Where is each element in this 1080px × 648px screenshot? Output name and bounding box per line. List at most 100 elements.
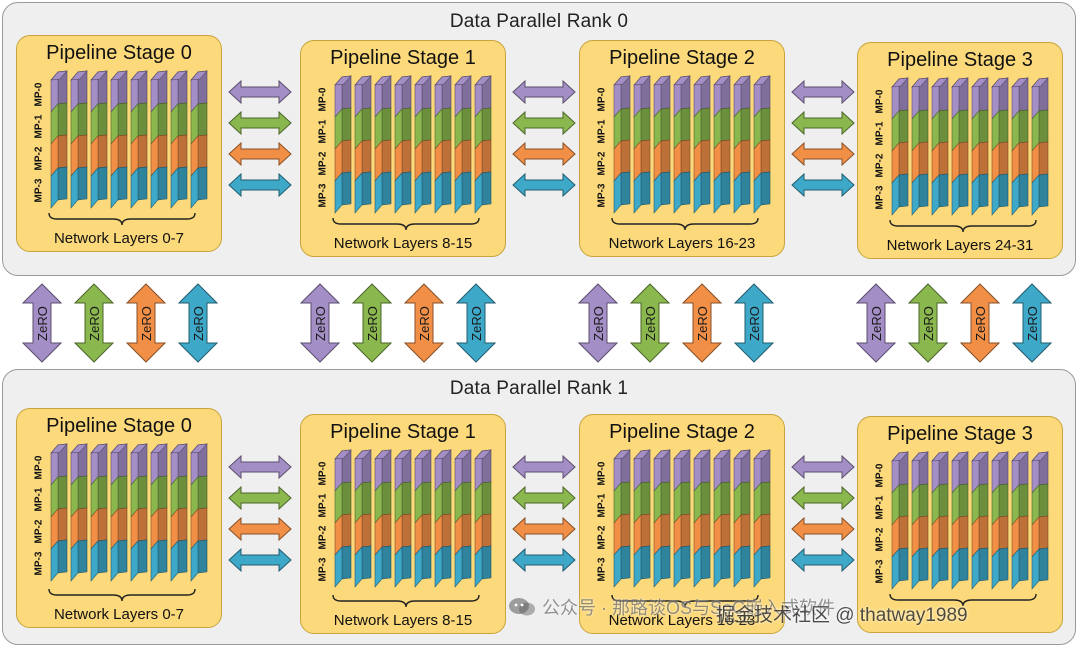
mp-2-side xyxy=(157,134,168,169)
mp-3-segment xyxy=(1011,174,1020,216)
mp-3-segment xyxy=(991,548,1000,590)
mp-3-segment xyxy=(713,172,722,214)
arrow-body xyxy=(791,142,855,166)
network-layer xyxy=(354,449,372,588)
network-layer xyxy=(753,449,771,588)
mp-3-segment xyxy=(50,167,59,209)
layer-top-cap xyxy=(673,449,691,460)
mp-3-segment xyxy=(713,546,722,588)
mp-1-side xyxy=(401,481,412,516)
brace-path xyxy=(889,219,1037,233)
layer-top-cap xyxy=(891,77,909,88)
network-layer xyxy=(190,70,208,209)
mp-2-side xyxy=(620,139,631,174)
mp-1-side xyxy=(1038,483,1049,518)
pipeline-transfer-arrow xyxy=(512,173,576,197)
mp-3-side xyxy=(177,166,188,201)
mp-3-segment xyxy=(130,540,139,582)
arrow-body xyxy=(228,111,292,135)
mp-3-side xyxy=(918,547,929,582)
mp-1-side xyxy=(740,107,751,142)
mp-3-side xyxy=(938,173,949,208)
arrow-body xyxy=(512,548,576,572)
mp-1-side xyxy=(461,107,472,142)
stage-footer: Network Layers 24-31 xyxy=(886,237,1034,254)
network-layer xyxy=(971,77,989,216)
mp-3-side xyxy=(117,166,128,201)
network-layer xyxy=(474,449,492,588)
arrow-body xyxy=(512,517,576,541)
mp-3-side xyxy=(918,173,929,208)
layer-top-cap xyxy=(633,449,651,460)
layer-top-cap xyxy=(70,443,88,454)
mp-2-side xyxy=(401,513,412,548)
layer-top-cap xyxy=(653,449,671,460)
mp-3-segment xyxy=(50,540,59,582)
mp-2-side xyxy=(700,513,711,548)
layer-stack xyxy=(334,449,492,588)
layer-stack xyxy=(334,75,492,214)
layer-top-cap xyxy=(713,75,731,86)
zero-arrow: ZeRO xyxy=(455,283,497,363)
mp-2-side xyxy=(177,507,188,542)
mp-2-side xyxy=(958,515,969,550)
mp-3-segment xyxy=(991,174,1000,216)
mp-label-text: MP-0 xyxy=(596,461,608,485)
watermark-overlay: 掘金技术社区 @ thatway1989 xyxy=(716,600,968,627)
mp-label-text: MP-1 xyxy=(33,487,45,511)
mp-label-text: MP-3 xyxy=(317,557,329,581)
mp-3-segment xyxy=(673,546,682,588)
mp-3-side xyxy=(680,545,691,580)
network-layer xyxy=(673,75,691,214)
zero-arrow: ZeRO xyxy=(855,283,897,363)
mp-label-text: MP-1 xyxy=(874,121,886,145)
pipeline-transfer-arrow xyxy=(228,455,292,479)
network-layer xyxy=(90,70,108,209)
mp-3-side xyxy=(958,547,969,582)
pipeline-stage: Pipeline Stage 1 Network Layers 8-15 MP-… xyxy=(300,40,506,257)
layer-top-cap xyxy=(1031,77,1049,88)
layer-top-cap xyxy=(454,75,472,86)
network-layer xyxy=(991,77,1009,216)
mp-3-side xyxy=(461,171,472,206)
network-layer xyxy=(1031,77,1049,216)
layer-top-cap xyxy=(50,443,68,454)
network-layer xyxy=(50,443,68,582)
mp-1-side xyxy=(700,481,711,516)
brace-path xyxy=(48,212,196,226)
mp-label-text: MP-2 xyxy=(33,146,45,170)
mp-label-text: MP-2 xyxy=(317,151,329,175)
mp-1-side xyxy=(998,109,1009,144)
network-layer xyxy=(673,449,691,588)
mp-label-text: MP-1 xyxy=(874,495,886,519)
layer-top-cap xyxy=(150,443,168,454)
mp-3-segment xyxy=(673,172,682,214)
mp-3-side xyxy=(720,171,731,206)
mp-3-segment xyxy=(971,174,980,216)
layer-top-cap xyxy=(434,449,452,460)
mp-1-side xyxy=(938,483,949,518)
layer-top-cap xyxy=(170,70,188,81)
mp-3-segment xyxy=(70,167,79,209)
network-layer xyxy=(713,449,731,588)
mp-1-side xyxy=(341,107,352,142)
mp-2-side xyxy=(77,507,88,542)
layer-brace xyxy=(332,217,480,231)
mp-label-text: MP-3 xyxy=(874,185,886,209)
arrow-body xyxy=(791,517,855,541)
brace-path xyxy=(48,588,196,602)
mp-1-side xyxy=(401,107,412,142)
mp-3-side xyxy=(137,166,148,201)
zero-arrow: ZeRO xyxy=(125,283,167,363)
mp-2-side xyxy=(137,507,148,542)
mp-3-segment xyxy=(891,174,900,216)
arrow-body xyxy=(455,283,497,363)
mp-1-side xyxy=(197,475,208,510)
network-layer xyxy=(911,77,929,216)
layer-top-cap xyxy=(394,75,412,86)
wechat-icon xyxy=(509,598,535,616)
layer-stack xyxy=(50,443,208,582)
network-layer xyxy=(70,70,88,209)
layer-top-cap xyxy=(334,75,352,86)
mp-3-side xyxy=(341,545,352,580)
